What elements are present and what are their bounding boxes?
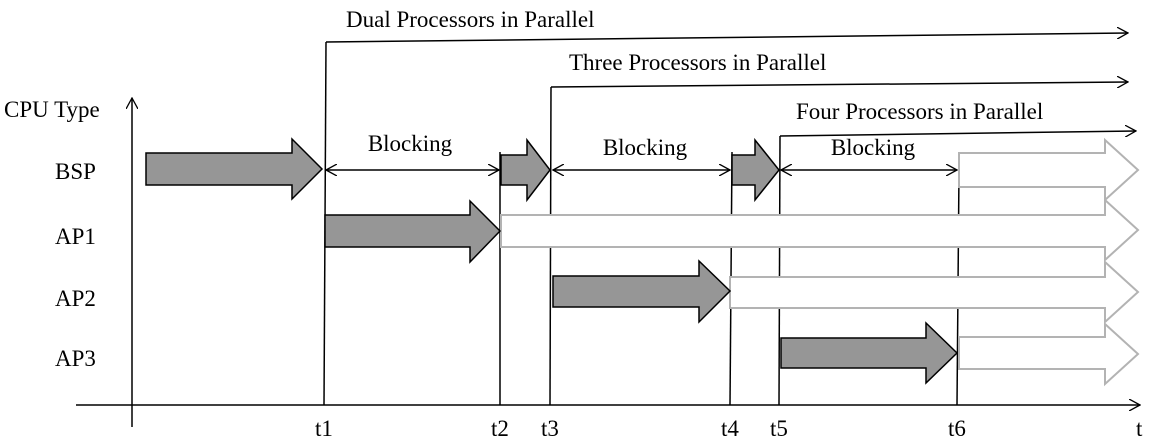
row-label-ap3: AP3 — [55, 346, 96, 371]
active-arrow-ap2 — [552, 259, 732, 324]
x-axis-label: t — [1136, 416, 1143, 441]
row-label-ap2: AP2 — [55, 286, 96, 311]
tick-label-t2: t2 — [491, 416, 509, 441]
tick-label-t4: t4 — [721, 416, 739, 441]
phase-label-four: Four Processors in Parallel — [796, 99, 1043, 124]
tick-label-t3: t3 — [541, 416, 559, 441]
row-label-bsp: BSP — [55, 159, 96, 184]
future-arrow-bsp — [958, 137, 1140, 203]
tick-label-t6: t6 — [948, 416, 966, 441]
phase-line-four-vertical — [778, 135, 781, 406]
phase-line-dual-horizontal — [325, 33, 1128, 43]
phase-line-four-horizontal — [779, 131, 1136, 136]
blocking-label-2: Blocking — [603, 135, 688, 160]
y-axis-label: CPU Type — [4, 97, 100, 122]
active-arrow-bsp-2 — [500, 137, 551, 203]
phase-line-three-horizontal — [550, 82, 1128, 87]
row-label-ap1: AP1 — [55, 224, 96, 249]
tick-label-t5: t5 — [770, 416, 788, 441]
future-arrow-ap3 — [958, 321, 1140, 387]
phase-label-dual: Dual Processors in Parallel — [346, 7, 594, 32]
blocking-label-3: Blocking — [831, 135, 916, 160]
active-arrow-bsp-3 — [731, 137, 780, 203]
future-arrow-ap2 — [729, 259, 1140, 325]
active-arrow-ap1 — [324, 199, 502, 264]
blocking-label-1: Blocking — [368, 131, 453, 156]
future-arrow-ap1 — [500, 197, 1140, 263]
tick-label-t1: t1 — [315, 416, 333, 441]
phase-label-three: Three Processors in Parallel — [569, 50, 826, 75]
active-arrow-ap3 — [780, 321, 959, 385]
active-arrow-bsp-1 — [145, 137, 324, 201]
